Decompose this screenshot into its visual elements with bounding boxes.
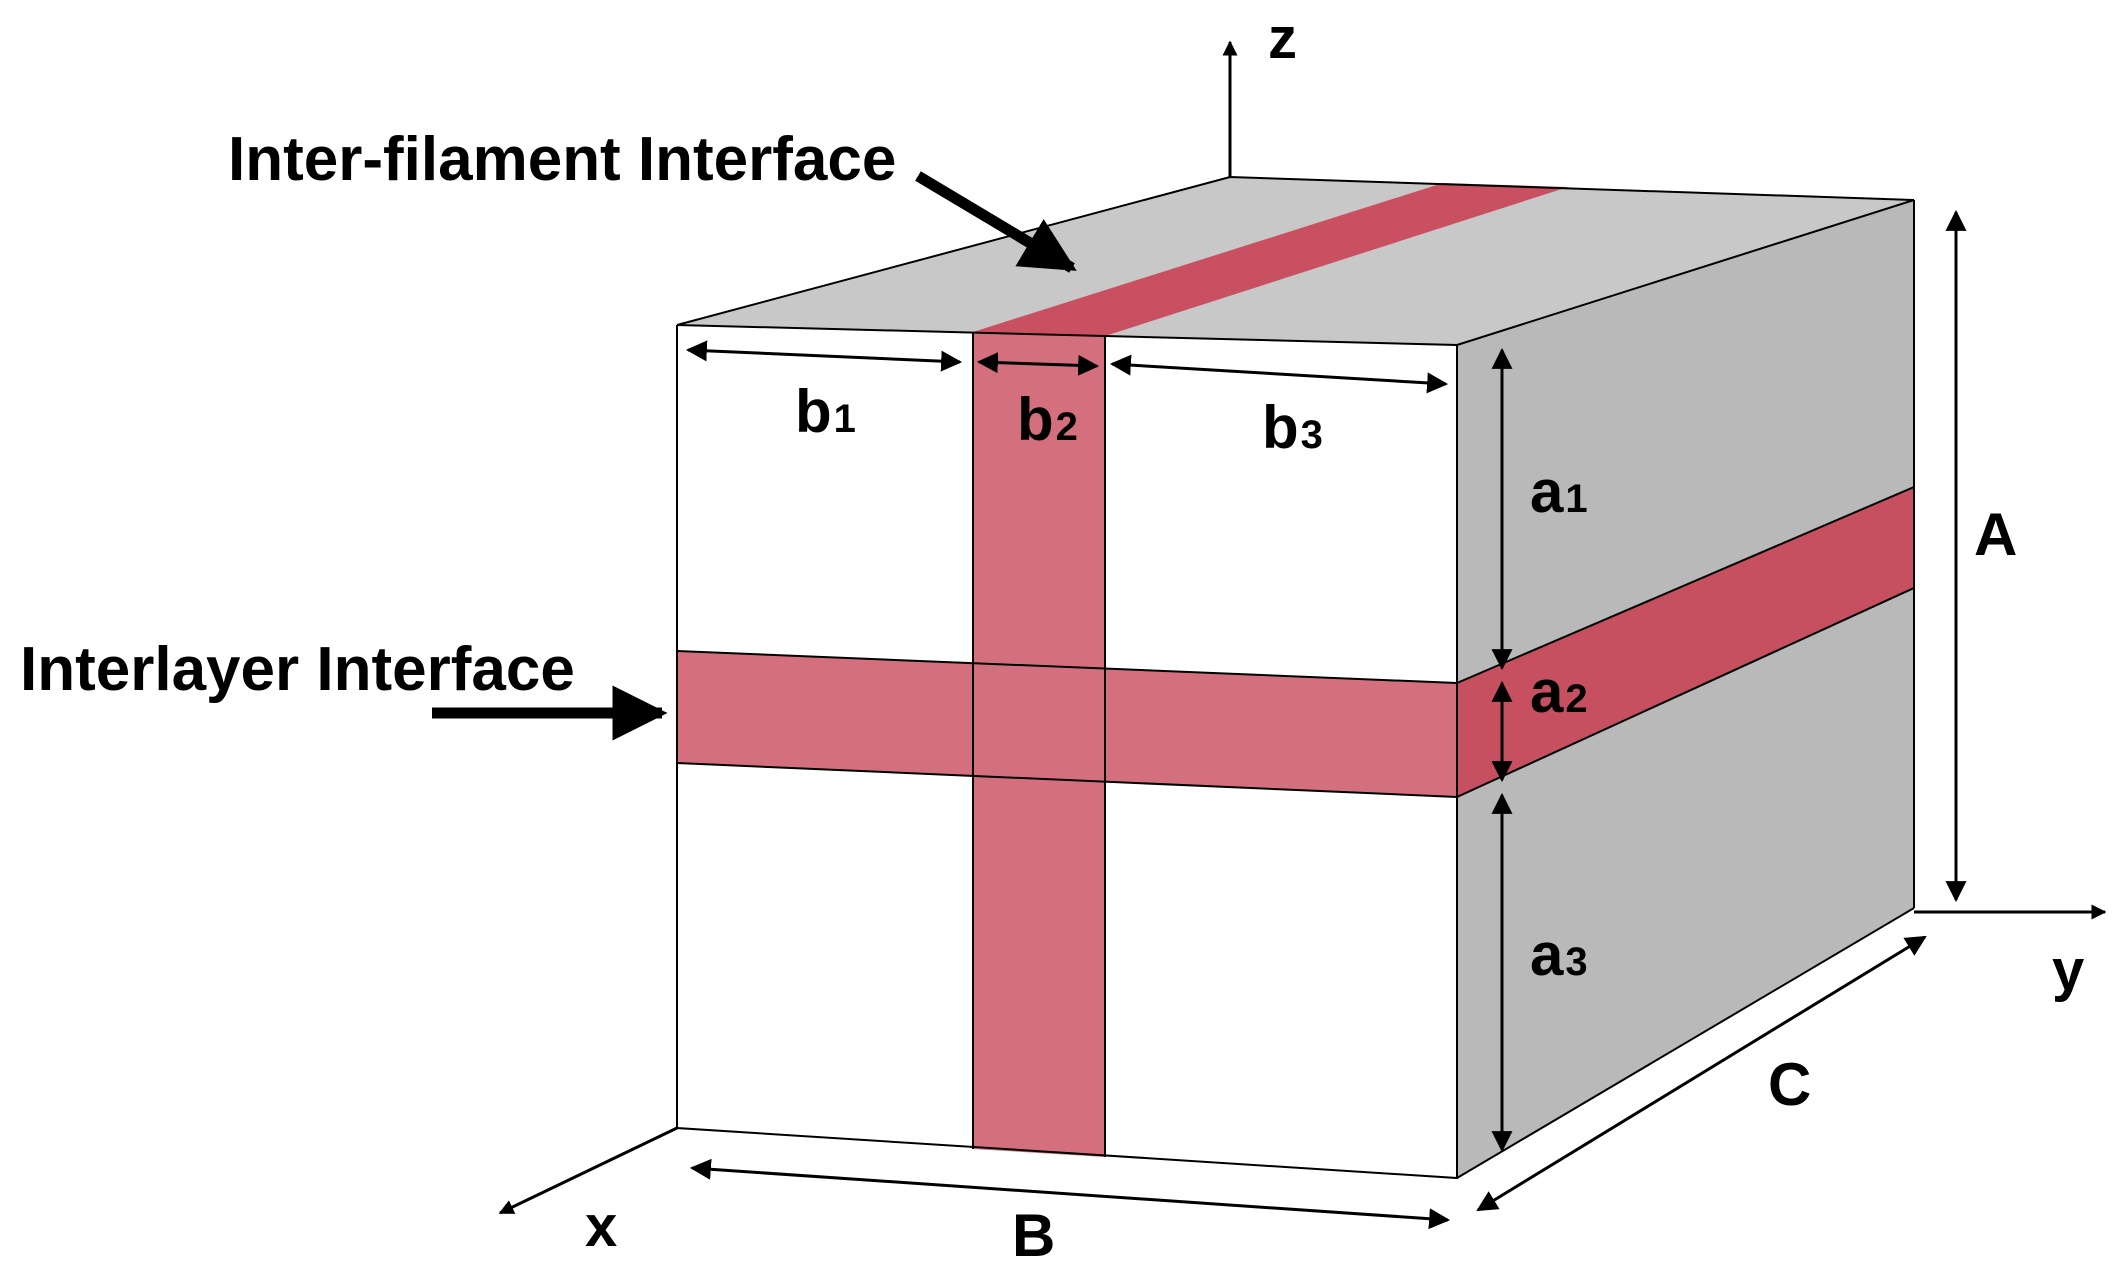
inter-filament-callout: Inter-filament Interface	[228, 125, 1077, 273]
inter-filament-band-top	[973, 183, 1568, 336]
interlayer-band-front	[677, 651, 1457, 797]
C-label: C	[1768, 1051, 1811, 1118]
b2-dimension-arrow	[976, 352, 1100, 376]
B-label: B	[1012, 1202, 1055, 1266]
inter-filament-callout-label: Inter-filament Interface	[228, 125, 896, 194]
z-axis-label: z	[1268, 6, 1297, 71]
inter-filament-pointer-arrow	[915, 171, 1077, 273]
z-axis: z	[1222, 6, 1297, 177]
a2-label: a2	[1530, 658, 1588, 725]
b1-label: b1	[795, 378, 856, 445]
x-axis: x	[498, 1126, 678, 1259]
A-label: A	[1974, 501, 2017, 568]
b2-label: b2	[1017, 386, 1078, 453]
y-axis-label: y	[2052, 938, 2084, 1003]
interlayer-callout: Interlayer Interface	[20, 635, 668, 741]
interlayer-band-side	[1457, 487, 1914, 797]
b3-dimension-arrow	[1109, 354, 1449, 394]
y-axis: y	[1914, 904, 2107, 1003]
B-dimension-arrow	[689, 1158, 1451, 1230]
a1-label: a1	[1530, 458, 1588, 525]
x-axis-label: x	[585, 1194, 617, 1259]
C-dimension-arrow	[1476, 935, 1927, 1212]
interlayer-callout-label: Interlayer Interface	[20, 635, 575, 704]
b1-dimension-arrow	[685, 340, 963, 372]
b3-label: b3	[1262, 394, 1323, 461]
a3-label: a3	[1530, 921, 1588, 988]
